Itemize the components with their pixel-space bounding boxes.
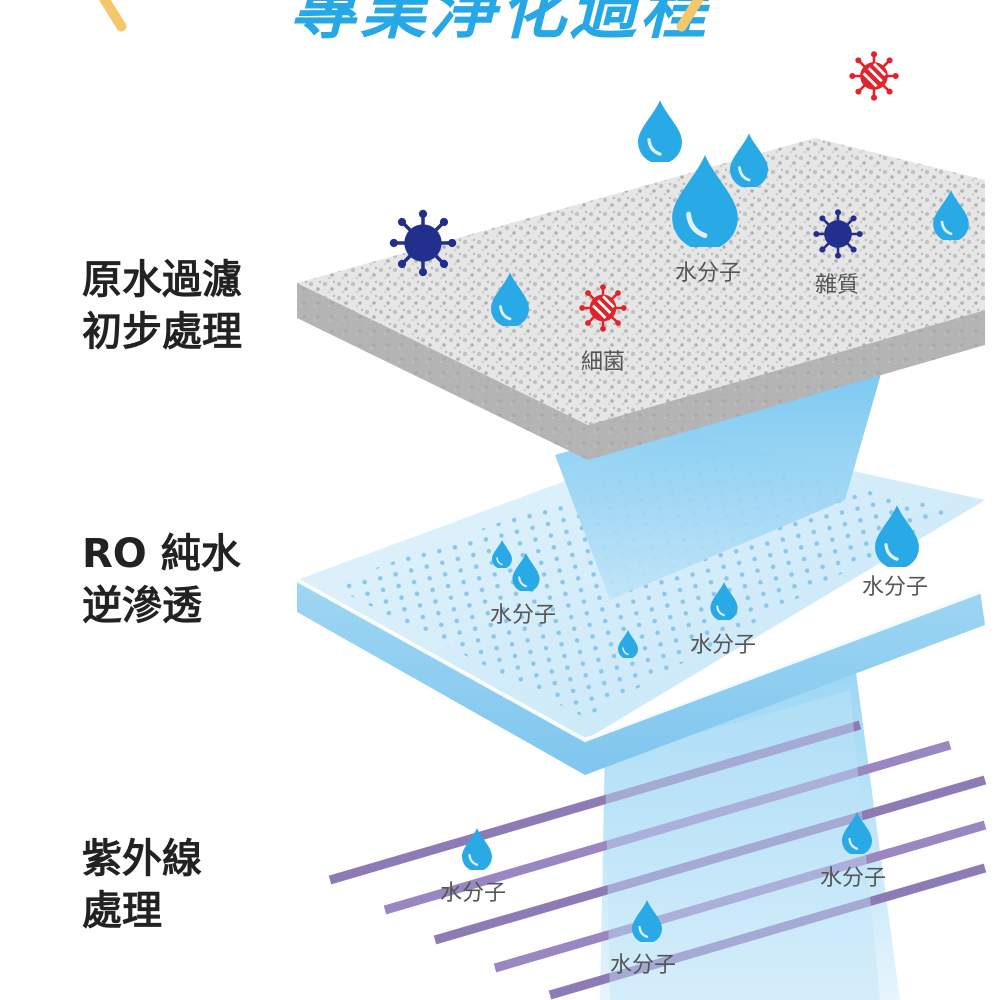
stage-label-uv: 紫外線 處理: [82, 833, 202, 937]
stage-label-line: 處理: [82, 888, 162, 934]
stage-label-line: 原水過濾: [82, 257, 242, 303]
stage-label-line: RO 純水: [82, 531, 241, 577]
stage-label-raw-filter: 原水過濾 初步處理: [82, 254, 242, 358]
filter-side-texture: [297, 283, 985, 460]
water-molecule-label: 水分子: [490, 603, 557, 628]
uv-stripe: [433, 775, 987, 945]
uv-stripe: [493, 820, 987, 973]
water-beam-overlay: [605, 690, 880, 1000]
water-molecule-label: 水分子: [610, 953, 677, 978]
stage-label-line: 逆滲透: [82, 583, 202, 629]
water-molecule-label: 水分子: [440, 881, 507, 906]
filter-texture: [297, 138, 985, 425]
stage-label-ro: RO 純水 逆滲透: [82, 528, 241, 632]
impurity-label: 雜質: [815, 273, 860, 298]
ro-membrane-edge: [296, 578, 986, 743]
water-molecule-label: 水分子: [820, 866, 887, 891]
stage-label-line: 紫外線: [82, 836, 202, 882]
water-beam-upper: [555, 360, 885, 600]
uv-stripe: [328, 720, 862, 885]
page-title: 專業淨化過程: [290, 0, 710, 48]
water-molecule-label: 水分子: [675, 261, 742, 286]
stage-label-line: 初步處理: [82, 309, 242, 355]
bacteria-icon: [848, 50, 900, 102]
water-molecule-label: 水分子: [690, 633, 757, 658]
bacteria-icon: [578, 283, 628, 333]
bacteria-label: 細菌: [581, 350, 626, 375]
virus-icon: [388, 208, 458, 278]
water-drop-icon: [638, 100, 682, 162]
sediment-filter: [297, 138, 985, 460]
uv-stripe: [383, 740, 952, 915]
ro-membrane-side: [297, 580, 985, 775]
water-molecule-label: 水分子: [862, 575, 929, 600]
uv-lamp-stripes: [328, 720, 987, 1000]
uv-stripe: [548, 863, 987, 1000]
virus-icon: [812, 208, 864, 260]
water-drop-icon: [730, 133, 768, 187]
header: 專業淨化過程: [0, 0, 1000, 50]
